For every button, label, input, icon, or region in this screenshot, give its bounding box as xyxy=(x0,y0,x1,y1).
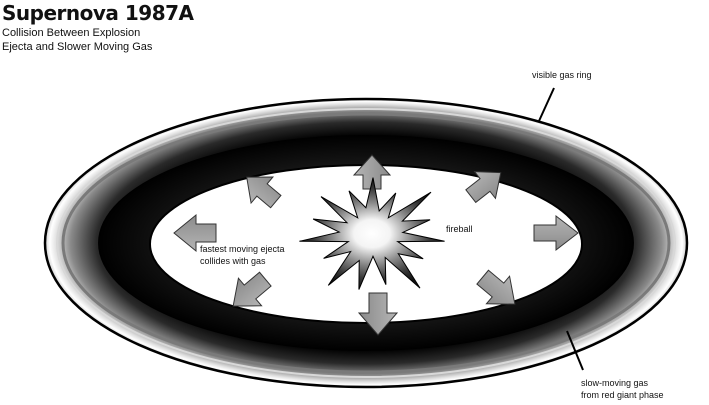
outward-arrow-icon xyxy=(173,213,217,253)
outward-arrow-icon xyxy=(357,292,399,336)
outward-arrow-icon xyxy=(476,269,516,305)
slowgas-label-line-1: slow-moving gas xyxy=(581,378,649,388)
outward-arrow-icon xyxy=(465,171,502,204)
fireball-label: fireball xyxy=(446,224,473,234)
outward-arrow-icon xyxy=(232,271,272,307)
outward-arrow-icon xyxy=(533,214,579,252)
outward-arrow-icon xyxy=(352,154,392,190)
gas-ring-highlight-2 xyxy=(61,112,671,374)
page-title: Supernova 1987A xyxy=(2,1,194,25)
ring-pointer xyxy=(538,87,555,122)
starburst-icon xyxy=(299,177,445,290)
subtitle-line-2: Ejecta and Slower Moving Gas xyxy=(2,41,153,53)
ejecta-label-line-1: fastest moving ejecta xyxy=(200,244,285,254)
ejecta-label-line-2: collides with gas xyxy=(200,256,266,266)
slowgas-pointer xyxy=(566,330,584,371)
subtitle-line-1: Collision Between Explosion xyxy=(2,27,141,39)
gas-ring-highlight xyxy=(56,108,676,378)
ejecta-arrows xyxy=(173,154,579,336)
slowgas-label-line-2: from red giant phase xyxy=(581,390,664,400)
ring-label: visible gas ring xyxy=(532,70,592,80)
outward-arrow-icon xyxy=(246,176,282,209)
